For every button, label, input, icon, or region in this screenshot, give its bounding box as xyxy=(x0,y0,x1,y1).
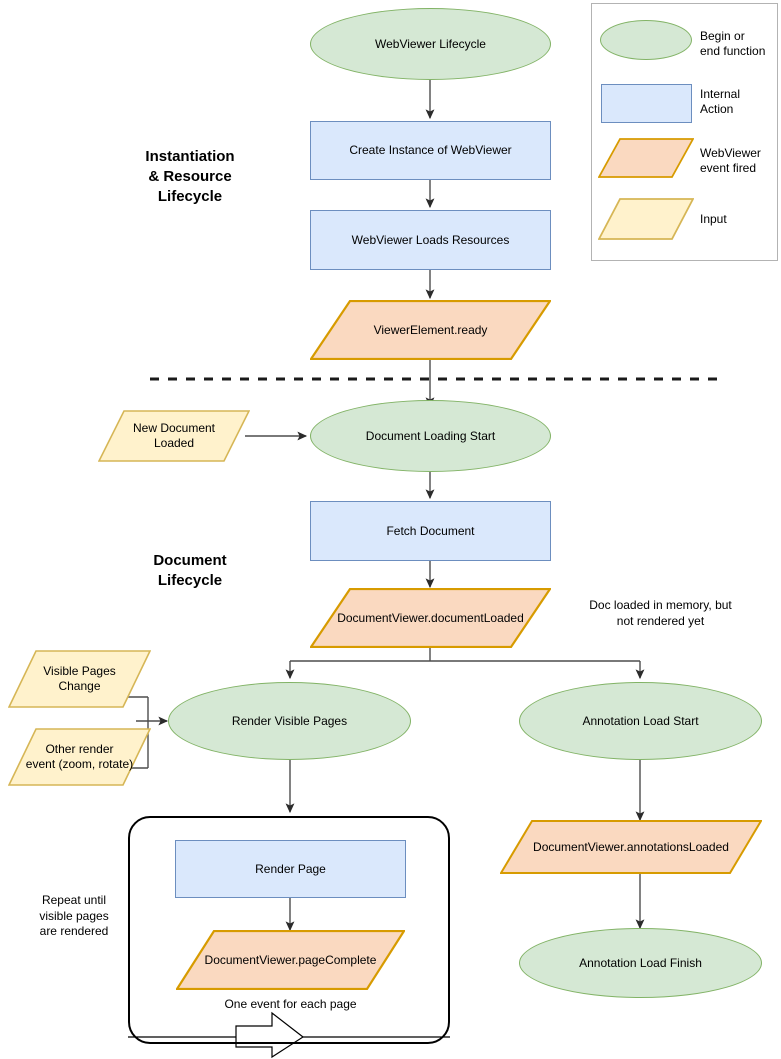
note-line: are rendered xyxy=(39,924,109,939)
legend-label-event-fired: WebViewer event fired xyxy=(700,146,780,176)
legend-label-line: Begin or xyxy=(700,29,745,43)
section-label-line: Instantiation xyxy=(145,148,235,165)
node-fetch-document[interactable]: Fetch Document xyxy=(310,501,551,561)
note-line: Repeat until xyxy=(41,893,107,907)
legend-label-internal-action: Internal Action xyxy=(700,87,778,117)
legend-swatch-terminator xyxy=(600,20,692,60)
node-document-loading-start[interactable]: Document Loading Start xyxy=(310,400,551,472)
node-label: Render Page xyxy=(255,861,326,876)
legend-label-line: Internal xyxy=(700,87,741,101)
legend-swatch-input xyxy=(598,198,694,240)
legend-label-input: Input xyxy=(700,212,778,227)
node-other-render-event[interactable]: Other render event (zoom, rotate) xyxy=(8,728,151,786)
legend-swatch-internal-action xyxy=(601,84,692,123)
node-loads-resources[interactable]: WebViewer Loads Resources xyxy=(310,210,551,270)
node-viewerelement-ready[interactable]: ViewerElement.ready xyxy=(310,300,551,360)
note-one-event-per-page: One event for each page xyxy=(176,997,405,1013)
node-documentviewer-pagecomplete[interactable]: DocumentViewer.pageComplete xyxy=(176,930,405,990)
legend-label-line: Input xyxy=(700,212,727,226)
section-label-line: & Resource xyxy=(148,167,232,185)
note-line: One event for each page xyxy=(224,997,357,1011)
node-render-page[interactable]: Render Page xyxy=(175,840,406,898)
node-label: WebViewer Loads Resources xyxy=(351,232,510,247)
node-label: Fetch Document xyxy=(386,523,475,538)
node-documentviewer-annotationsloaded[interactable]: DocumentViewer.annotationsLoaded xyxy=(500,820,762,874)
node-annotation-load-start[interactable]: Annotation Load Start xyxy=(519,682,762,760)
node-label: Create Instance of WebViewer xyxy=(349,143,512,157)
note-line: not rendered yet xyxy=(616,613,705,628)
section-label-document: Document Lifecycle xyxy=(110,551,270,591)
node-label: Render Visible Pages xyxy=(231,713,348,728)
section-label-instantiation: Instantiation & Resource Lifecycle xyxy=(110,147,270,206)
node-render-visible-pages[interactable]: Render Visible Pages xyxy=(168,682,411,760)
node-create-instance[interactable]: Create Instance of WebViewer xyxy=(310,121,551,180)
note-doc-loaded-in-memory: Doc loaded in memory, but not rendered y… xyxy=(553,598,768,629)
node-new-document-loaded[interactable]: New Document Loaded xyxy=(98,410,250,462)
legend-label-line: end function xyxy=(700,44,766,58)
node-webviewer-lifecycle[interactable]: WebViewer Lifecycle xyxy=(310,8,551,80)
node-documentviewer-documentloaded[interactable]: DocumentViewer.documentLoaded xyxy=(310,588,551,648)
legend-label-terminator: Begin or end function xyxy=(700,29,778,59)
node-annotation-load-finish[interactable]: Annotation Load Finish xyxy=(519,928,762,998)
section-label-line: Document xyxy=(153,552,227,569)
legend-label-line: WebViewer xyxy=(700,146,761,160)
legend-label-line: Action xyxy=(700,102,734,116)
node-label: Annotation Load Finish xyxy=(579,955,702,970)
node-label: Document Loading Start xyxy=(365,428,496,443)
section-label-line: Lifecycle xyxy=(157,571,223,589)
note-line: Doc loaded in memory, but xyxy=(589,598,732,612)
group-render-loop xyxy=(128,816,450,1044)
node-visible-pages-change[interactable]: Visible Pages Change xyxy=(8,650,151,708)
legend-swatch-event-fired xyxy=(598,138,694,178)
note-line: visible pages xyxy=(39,908,109,923)
legend-label-line: event fired xyxy=(700,161,757,175)
node-label: Annotation Load Start xyxy=(582,713,699,728)
node-label: WebViewer Lifecycle xyxy=(375,36,486,51)
note-repeat-until-rendered: Repeat until visible pages are rendered xyxy=(20,893,128,940)
section-label-line: Lifecycle xyxy=(157,187,223,205)
